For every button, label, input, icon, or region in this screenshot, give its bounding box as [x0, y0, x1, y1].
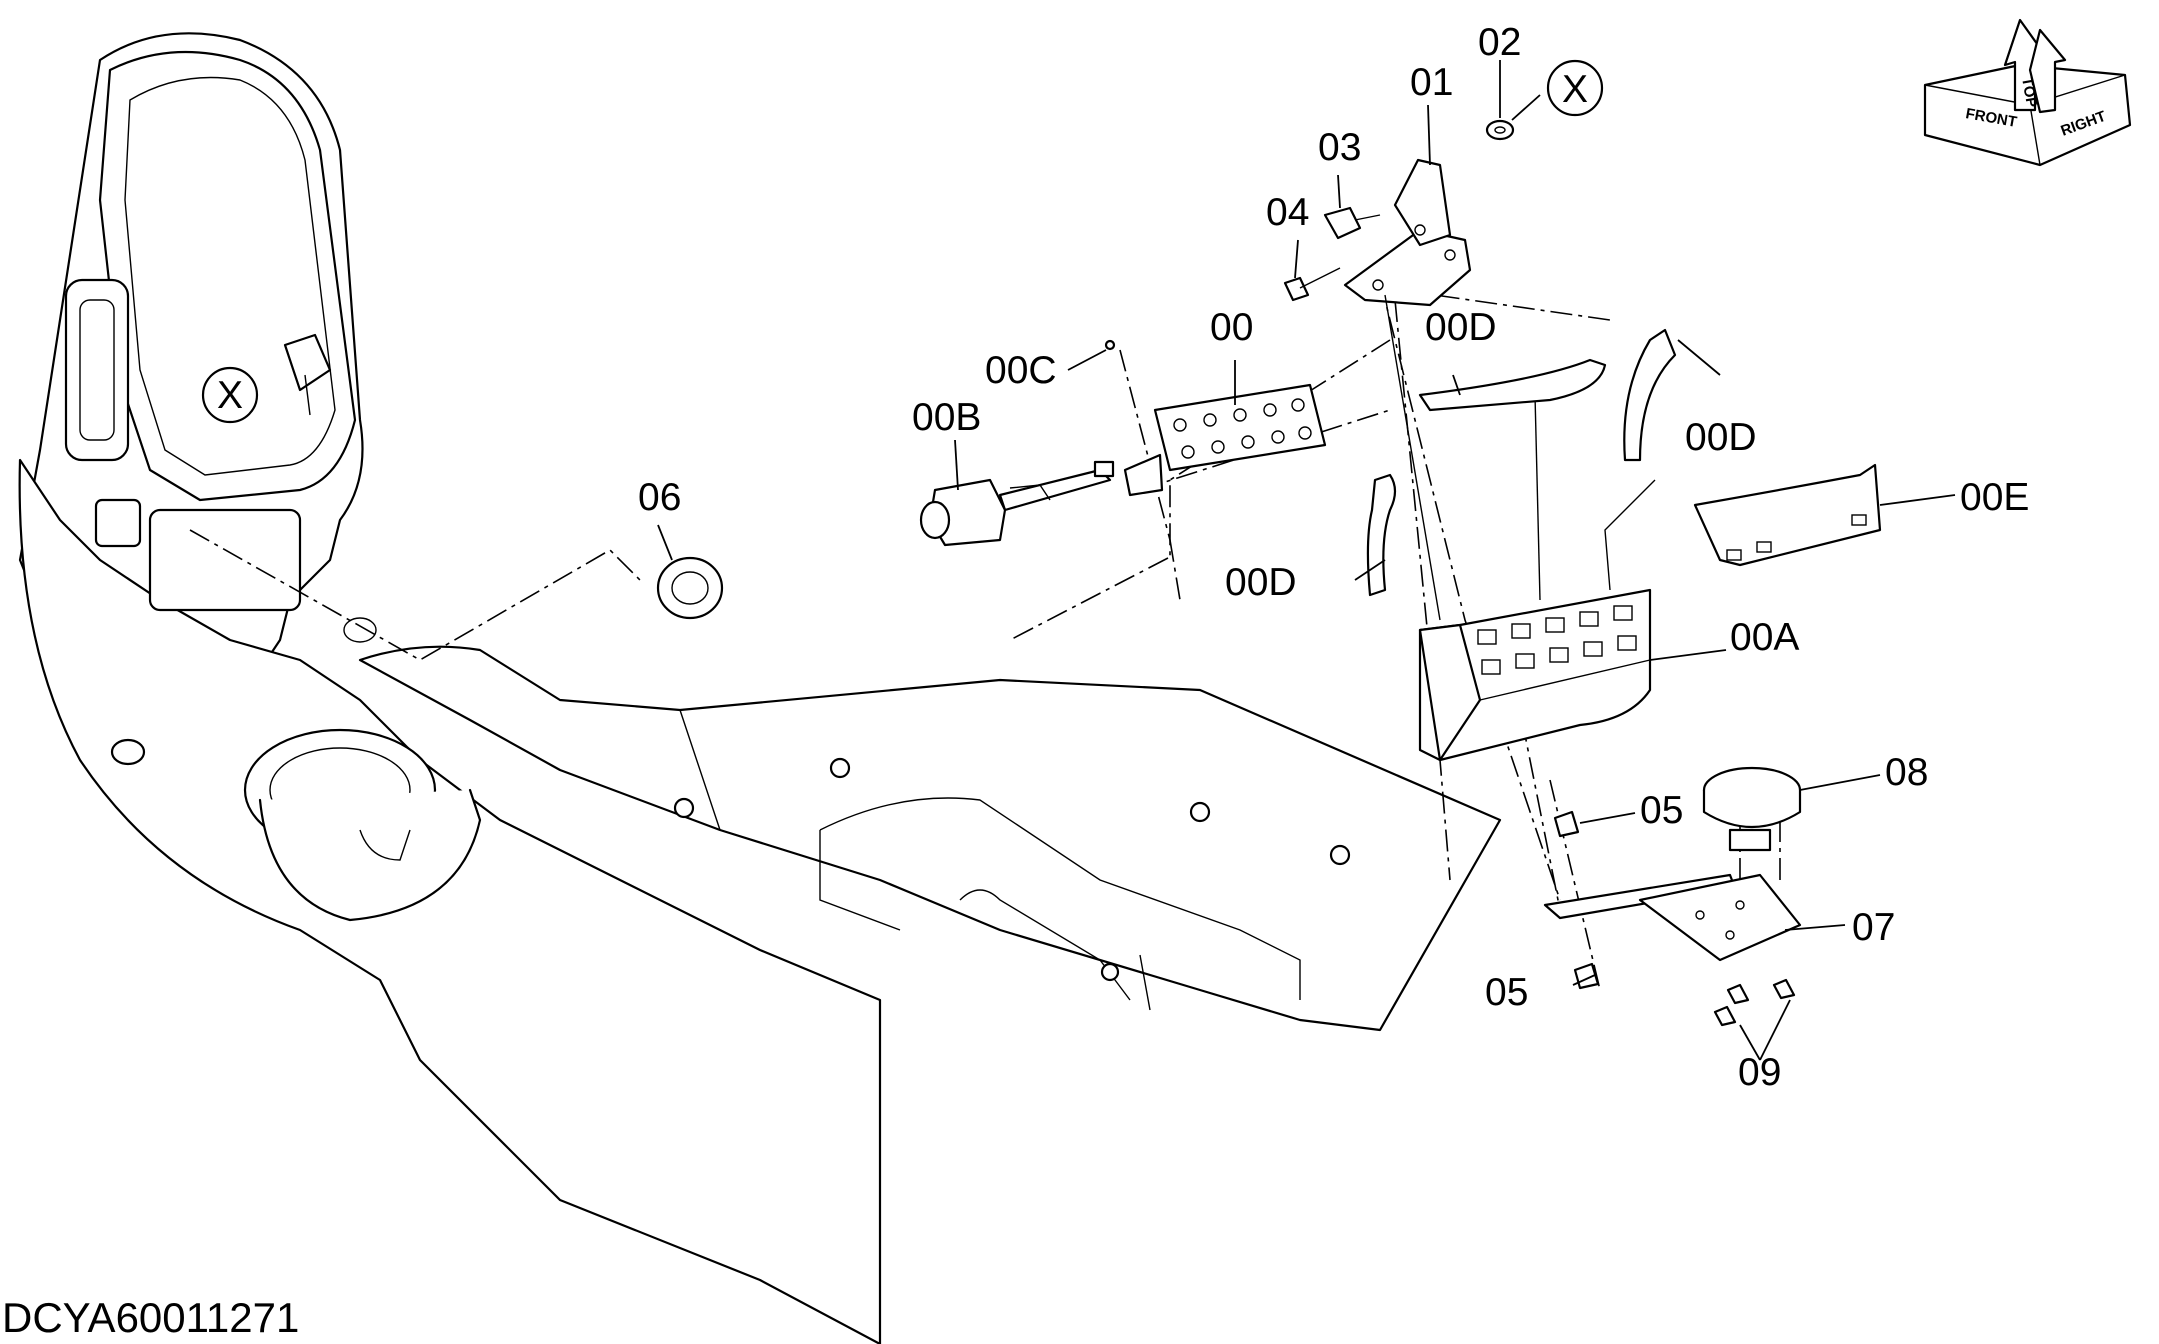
label-08: 08	[1885, 751, 1928, 794]
label-00D-top: 00D	[1425, 306, 1497, 349]
label-06: 06	[638, 476, 681, 519]
label-00: 00	[1210, 306, 1253, 349]
label-00A: 00A	[1730, 616, 1799, 659]
grommet	[656, 556, 724, 620]
orientation-cube: FRONT RIGHT TOP	[1923, 18, 2132, 167]
cube-label-top: TOP	[2018, 76, 2040, 109]
drawing-code: DCYA60011271	[2, 1294, 299, 1341]
label-09: 09	[1738, 1051, 1781, 1094]
label-03: 03	[1318, 126, 1361, 169]
cover-assembly	[1366, 294, 1882, 762]
label-02: 02	[1478, 21, 1521, 64]
reference-mark-top: X	[1546, 59, 1604, 117]
reference-mark-x-console: X	[217, 374, 243, 417]
label-00D-right: 00D	[1685, 416, 1757, 459]
switch-bracket-assembly	[919, 339, 1327, 547]
label-07: 07	[1852, 906, 1895, 949]
label-05-lower: 05	[1485, 971, 1528, 1014]
part-labels: 01 02 03 04 00 00C 00B 00D 00D 00D 00E 0…	[638, 21, 2029, 1094]
bracket-assembly	[1283, 119, 1515, 307]
label-00B: 00B	[912, 396, 981, 439]
reference-mark-x-top: X	[1562, 68, 1588, 111]
label-00D-left: 00D	[1225, 561, 1297, 604]
label-05-upper: 05	[1640, 789, 1683, 832]
label-04: 04	[1266, 191, 1309, 234]
console-body: X	[18, 32, 1502, 1344]
label-00C: 00C	[985, 349, 1057, 392]
label-01: 01	[1410, 61, 1453, 104]
leader-lines	[657, 60, 1956, 1061]
mount-assembly	[1543, 766, 1802, 1027]
label-00E: 00E	[1960, 476, 2029, 519]
